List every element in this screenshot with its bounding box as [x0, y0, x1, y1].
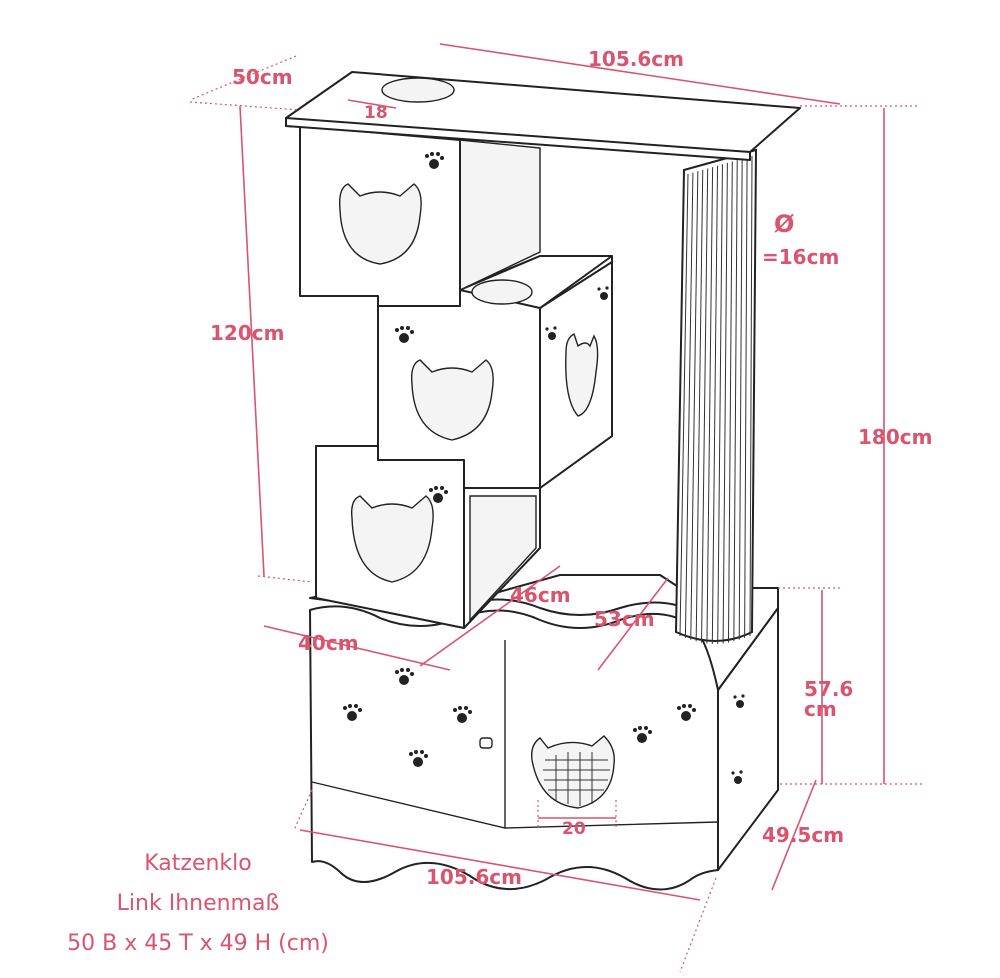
post-sisal-ribs: [679, 155, 753, 644]
label-lower-depth: 46cm: [510, 583, 571, 607]
label-cabinet-width: 105.6cm: [426, 865, 522, 889]
label-tower-depth: 53cm: [594, 607, 655, 631]
label-door-opening: 20: [562, 819, 586, 839]
dim-line-tower-width: [263, 625, 451, 671]
sisal-rib: [722, 162, 728, 644]
sisal-rib: [706, 167, 714, 644]
label-tower-height: 120cm: [210, 321, 284, 345]
cabinet-front: [309, 605, 719, 891]
ext-line-top-left: [189, 101, 301, 111]
dim-line-tower-height: [239, 105, 265, 577]
sisal-rib: [711, 165, 719, 644]
label-total-height: 180cm: [858, 425, 932, 449]
dim-line-top-width: [439, 43, 841, 105]
sisal-rib: [701, 168, 709, 643]
platform-edge: [285, 117, 751, 161]
label-top-depth: 50cm: [232, 65, 293, 89]
dimension-labels: 50cm 18 105.6cm Ø =16cm 120cm 180cm 46cm…: [210, 47, 932, 889]
middle-box-hole: [471, 279, 533, 305]
label-top-width: 105.6cm: [588, 47, 684, 71]
label-hole-diameter: 18: [364, 103, 388, 123]
middle-cube: [377, 255, 613, 489]
note-dimensions: 50 B x 45 T x 49 H (cm): [67, 931, 329, 956]
top-platform: [285, 71, 801, 161]
sisal-rib: [744, 157, 748, 638]
label-diameter-symbol: Ø: [774, 210, 794, 238]
sisal-rib: [727, 161, 733, 643]
ext-line-tower-bottom: [257, 575, 313, 583]
dim-line-hole: [347, 99, 397, 109]
sisal-rib: [749, 155, 753, 637]
sisal-rib: [738, 158, 743, 640]
sisal-rib: [717, 164, 723, 644]
sisal-rib: [733, 160, 738, 642]
cat-head-opening-middle: [410, 359, 494, 441]
label-cabinet-height-unit: cm: [804, 697, 837, 721]
ext-line-cabinet-right: [679, 877, 717, 973]
sisal-rib: [695, 169, 704, 642]
label-tower-width: 40cm: [298, 631, 359, 655]
dim-line-top-depth: [189, 55, 297, 101]
dim-line-cabinet-depth: [771, 779, 817, 891]
litter-grate: [543, 752, 610, 806]
sisal-rib: [684, 172, 694, 638]
paw-print-icons: [343, 668, 745, 784]
cabinet-plinth-line: [311, 781, 719, 829]
upper-paw-print-icons: [395, 152, 609, 503]
cat-head-opening-lower: [350, 495, 434, 583]
dimension-lines: [189, 43, 922, 973]
label-post-diameter: =16cm: [762, 245, 839, 269]
lower-cube-interior: [469, 495, 537, 622]
ext-line-cabinet-left: [293, 789, 313, 831]
note-subtitle: Link Ihnenmaß: [117, 891, 280, 916]
litter-box-note: Katzenklo Link Ihnenmaß 50 B x 45 T x 49…: [67, 851, 329, 956]
cat-head-opening-top: [338, 183, 422, 265]
top-cube: [299, 125, 541, 307]
scratching-post: [674, 148, 758, 644]
label-cabinet-height-value: 57.6: [804, 677, 853, 701]
cat-head-opening-side: [565, 333, 599, 417]
note-title: Katzenklo: [144, 851, 252, 876]
label-cabinet-depth: 49.5cm: [762, 823, 844, 847]
dim-line-lower-depth: [419, 565, 561, 667]
dim-line-cabinet-width: [299, 829, 701, 901]
lower-cube: [315, 421, 541, 629]
sisal-rib: [679, 173, 689, 637]
cat-furniture-drawing: [285, 71, 801, 891]
sisal-rib: [690, 171, 699, 640]
platform-hole: [381, 77, 455, 103]
post-body: [674, 148, 758, 642]
door-handle: [479, 737, 493, 749]
dim-line-tower-depth: [597, 577, 669, 671]
